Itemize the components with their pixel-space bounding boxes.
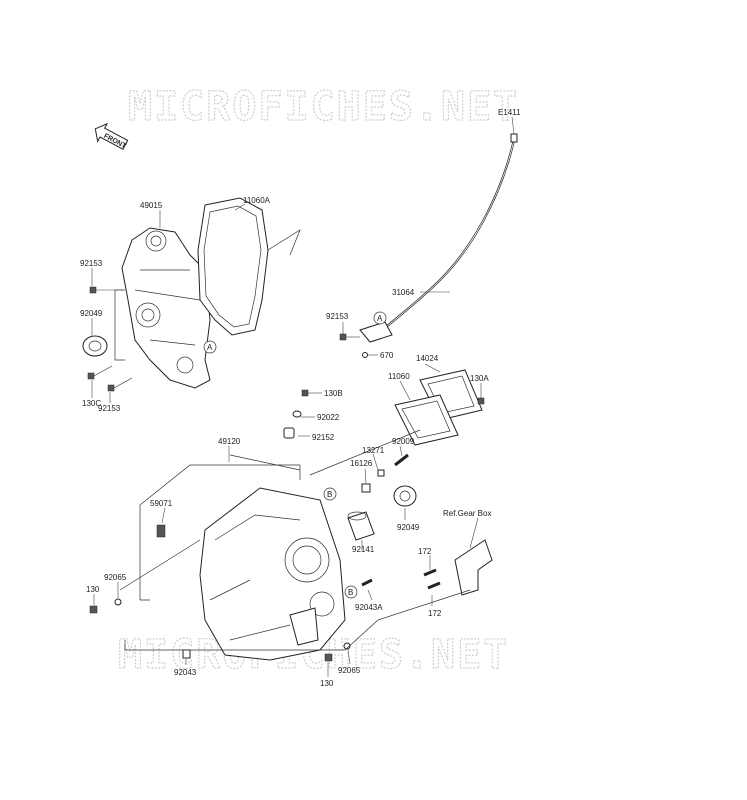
label-11060A: 11060A bbox=[243, 196, 271, 205]
label-59071: 59071 bbox=[150, 499, 173, 508]
o-ring-670 bbox=[362, 352, 368, 358]
bolt-92153-lower bbox=[107, 377, 133, 392]
bolt-130B bbox=[301, 389, 322, 397]
label-92065-b: 92065 bbox=[338, 666, 361, 675]
stud-59071 bbox=[156, 524, 166, 538]
label-130-a: 130 bbox=[86, 585, 100, 594]
label-E1411: E1411 bbox=[498, 108, 521, 117]
bolt-172-lower bbox=[427, 581, 441, 590]
bolt-130A bbox=[477, 397, 485, 405]
label-92141: 92141 bbox=[352, 545, 375, 554]
label-92153-b: 92153 bbox=[98, 404, 121, 413]
cap-92152 bbox=[283, 427, 295, 439]
label-172-b: 172 bbox=[428, 609, 442, 618]
label-172-a: 172 bbox=[418, 547, 432, 556]
label-49120: 49120 bbox=[218, 437, 241, 446]
crankcase-49120 bbox=[199, 487, 346, 661]
dipstick-31064 bbox=[359, 133, 518, 343]
bolt-92153-dipstick bbox=[339, 333, 360, 341]
label-92049-b: 92049 bbox=[397, 523, 420, 532]
label-92153-c: 92153 bbox=[326, 312, 349, 321]
bolt-92153-upper bbox=[89, 286, 122, 294]
label-130C: 130C bbox=[82, 399, 101, 408]
bolt-130-lower bbox=[324, 653, 333, 662]
front-cover-49015 bbox=[114, 227, 211, 389]
ref-circle-A-right: A bbox=[373, 311, 387, 325]
part-13271 bbox=[377, 469, 385, 477]
label-92152: 92152 bbox=[312, 433, 335, 442]
watermark-top: MICROFICHES.NET bbox=[128, 84, 519, 130]
label-92043A: 92043A bbox=[355, 603, 383, 612]
exploded-frame bbox=[124, 464, 471, 651]
oil-seal-92049-upper bbox=[82, 335, 108, 357]
bolt-92009 bbox=[394, 453, 409, 467]
label-31064: 31064 bbox=[392, 288, 415, 297]
assembly-guide-lines bbox=[119, 429, 421, 591]
label-13271: 13271 bbox=[362, 446, 385, 455]
label-92009: 92009 bbox=[392, 437, 415, 446]
ref-circle-B-upper: B bbox=[323, 487, 337, 501]
svg-text:A: A bbox=[377, 314, 383, 323]
pin-92043 bbox=[182, 649, 191, 659]
front-arrow-icon: FRONT bbox=[94, 122, 129, 151]
label-92049-a: 92049 bbox=[80, 309, 103, 318]
label-130-b: 130 bbox=[320, 679, 334, 688]
label-92065-a: 92065 bbox=[104, 573, 127, 582]
label-670: 670 bbox=[380, 351, 394, 360]
bolt-130-left bbox=[89, 605, 98, 614]
washer-92065-lower bbox=[343, 642, 351, 650]
washer-92065-left bbox=[114, 598, 122, 606]
label-92043: 92043 bbox=[174, 668, 197, 677]
label-92153-a: 92153 bbox=[80, 259, 103, 268]
assembly-line bbox=[267, 229, 301, 256]
svg-text:B: B bbox=[348, 588, 353, 597]
pin-16126 bbox=[361, 483, 371, 493]
label-11060: 11060 bbox=[388, 372, 410, 381]
label-49015: 49015 bbox=[140, 201, 163, 210]
oil-seal-92049-lower bbox=[393, 485, 417, 507]
svg-text:A: A bbox=[207, 343, 213, 352]
bracket-gear-box bbox=[454, 517, 493, 596]
ref-circle-B-lower: B bbox=[344, 585, 358, 599]
label-130B: 130B bbox=[324, 389, 343, 398]
bolt-172-upper bbox=[423, 568, 437, 577]
leader-lines bbox=[91, 116, 515, 677]
label-14024: 14024 bbox=[416, 354, 439, 363]
label-ref-gear-box: Ref.Gear Box bbox=[443, 509, 491, 518]
label-92022: 92022 bbox=[317, 413, 340, 422]
label-16126: 16126 bbox=[350, 459, 373, 468]
svg-text:B: B bbox=[327, 490, 332, 499]
washer-92022 bbox=[292, 410, 302, 418]
bolt-130C bbox=[87, 365, 113, 380]
bushing-92141 bbox=[347, 511, 375, 541]
gasket-11060 bbox=[394, 394, 459, 446]
gasket-11060A bbox=[197, 197, 269, 336]
ref-circle-A-left: A bbox=[203, 340, 217, 354]
pin-92043A bbox=[361, 578, 373, 587]
label-130A: 130A bbox=[470, 374, 489, 383]
